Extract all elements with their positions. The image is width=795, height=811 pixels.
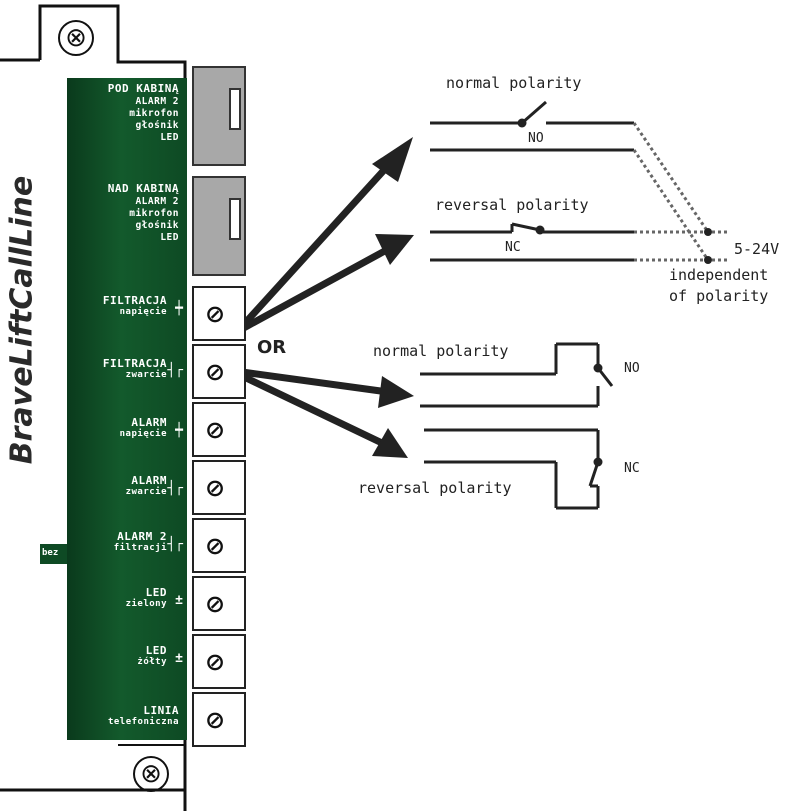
terminal-led-zielony[interactable]: ⊘ [192,576,246,631]
or-label: OR [257,337,287,358]
contact-dot [593,363,603,373]
terminal-alarm-zwarcie[interactable]: ⊘ [192,460,246,515]
terminal-label-alarm-napiecie: ALARM napięcie [119,416,167,439]
contact-symbol-icon: ┤┌ [167,537,183,552]
bez-label: bez [42,548,59,558]
contact-dot [593,457,603,467]
supply-node [704,228,712,236]
voltage-reversal-contact: NC [505,240,521,255]
contact-symbol-icon: ┤┌ [167,481,183,496]
voltage-symbol-icon: ┿ [175,301,183,316]
mounting-screw-top-icon: ⊗ [58,20,94,56]
terminal-filtracja-napiecie[interactable]: ⊘ [192,286,246,341]
contact-dot [517,118,527,128]
screw-icon: ⊘ [204,358,226,386]
short-normal-label: normal polarity [373,342,508,360]
terminal-label-alarm-zwarcie: ALARM zwarcie [125,474,167,497]
mounting-screw-bottom-icon: ⊗ [133,756,169,792]
screw-icon: ⊘ [204,648,226,676]
circuit-voltage-normal [430,100,634,152]
short-reversal-label: reversal polarity [358,479,512,497]
supply-note-line2: of polarity [669,287,768,305]
short-reversal-contact: NC [624,461,640,476]
terminal-label-filtracja-napiecie: FILTRACJA napięcie [102,294,167,317]
terminal-label-led-zolty: LED żółty [137,644,167,667]
circuit-voltage-reversal [430,222,634,262]
arrow-short-reversal [238,372,408,458]
terminal-alarm-napiecie[interactable]: ⊘ [192,402,246,457]
arrow-voltage-reversal [236,234,414,334]
terminal-linia[interactable]: ⊘ [192,692,246,747]
screw-icon: ⊘ [204,706,226,734]
circuit-short-normal [420,342,614,408]
supply-dotted-wires [632,122,730,262]
supply-voltage: 5-24V [734,240,779,258]
voltage-normal-contact: NO [528,131,544,146]
screw-icon: ⊘ [204,300,226,328]
terminal-label-led-zielony: LED zielony [125,586,167,609]
supply-node [704,256,712,264]
led-symbol-icon: ± [175,593,183,608]
connector-nad-kabina-label: NAD KABINĄ ALARM 2 mikrofon głośnik LED [107,182,179,243]
arrow-voltage-normal [232,137,413,337]
connector-pod-kabina[interactable] [192,66,246,166]
screw-icon: ⊘ [204,590,226,618]
screw-icon: ⊘ [204,474,226,502]
arrow-short-normal [238,368,414,408]
contact-dot [535,225,545,235]
terminal-alarm2[interactable]: ⊘ [192,518,246,573]
terminal-led-zolty[interactable]: ⊘ [192,634,246,689]
brand-title: BraveLiftCallLine [4,175,40,465]
screw-icon: ⊘ [204,416,226,444]
connector-nad-kabina[interactable] [192,176,246,276]
voltage-reversal-label: reversal polarity [435,196,589,214]
voltage-symbol-icon: ┿ [175,423,183,438]
short-normal-contact: NO [624,361,640,376]
contact-symbol-icon: ┤┌ [167,363,183,378]
terminal-label-alarm2: ALARM 2 filtracji [113,530,167,553]
led-symbol-icon: ± [175,651,183,666]
connector-pod-kabina-label: POD KABINĄ ALARM 2 mikrofon głośnik LED [107,82,179,143]
terminal-label-linia: LINIA telefoniczna [107,704,179,727]
terminal-label-filtracja-zwarcie: FILTRACJA zwarcie [102,357,167,380]
supply-note-line1: independent [669,266,768,284]
voltage-normal-label: normal polarity [446,74,581,92]
pcb-label-strip: POD KABINĄ ALARM 2 mikrofon głośnik LED … [67,78,187,740]
screw-icon: ⊘ [204,532,226,560]
terminal-filtracja-zwarcie[interactable]: ⊘ [192,344,246,399]
